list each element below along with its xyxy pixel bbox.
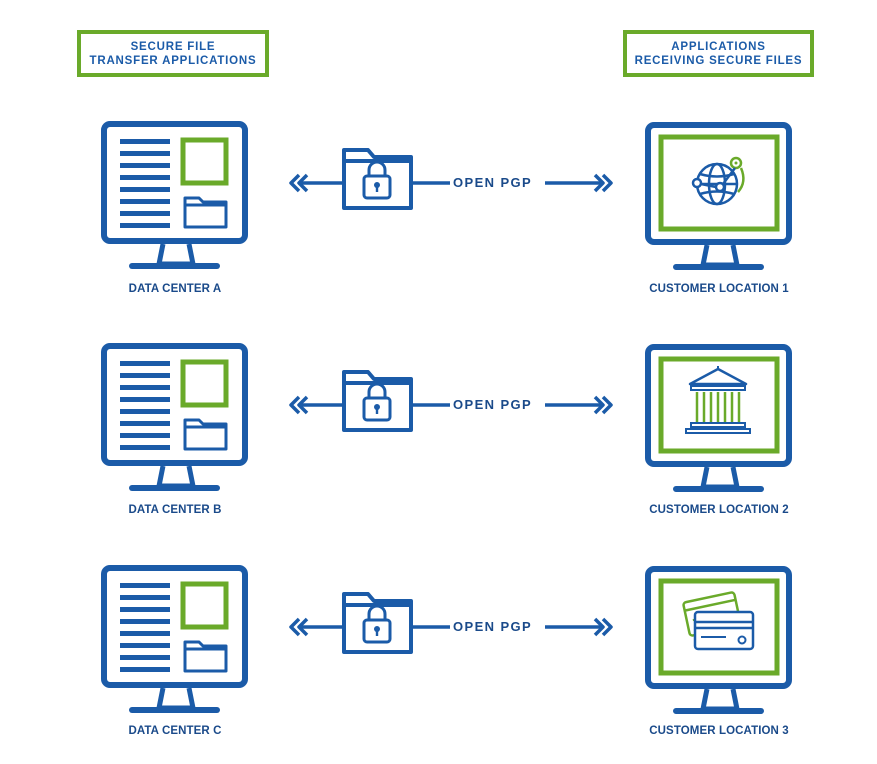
header-right-line1: APPLICATIONS bbox=[671, 40, 766, 53]
source-label-b: DATA CENTER B bbox=[128, 504, 222, 516]
header-receiving-applications: APPLICATIONS RECEIVING SECURE FILES bbox=[623, 30, 814, 77]
server-monitor-c bbox=[104, 568, 245, 710]
source-label-c: DATA CENTER C bbox=[128, 725, 222, 737]
header-left-line2: TRANSFER APPLICATIONS bbox=[89, 54, 257, 67]
server-monitor-b bbox=[104, 346, 245, 488]
destination-label-2: CUSTOMER LOCATION 2 bbox=[649, 504, 789, 516]
globe-network-icon bbox=[691, 156, 745, 206]
protocol-label-1: OPEN PGP bbox=[451, 175, 535, 190]
credit-cards-icon bbox=[682, 591, 755, 651]
header-secure-file-transfer: SECURE FILE TRANSFER APPLICATIONS bbox=[77, 30, 269, 77]
client-monitor-1 bbox=[648, 125, 789, 267]
header-left-line1: SECURE FILE bbox=[130, 40, 216, 53]
header-right-line2: RECEIVING SECURE FILES bbox=[634, 54, 803, 67]
protocol-label-2: OPEN PGP bbox=[451, 397, 535, 412]
destination-label-1: CUSTOMER LOCATION 1 bbox=[649, 283, 789, 295]
destination-label-3: CUSTOMER LOCATION 3 bbox=[649, 725, 789, 737]
bank-building-icon bbox=[685, 366, 751, 434]
source-label-a: DATA CENTER A bbox=[128, 283, 222, 295]
protocol-label-3: OPEN PGP bbox=[451, 619, 535, 634]
server-monitor-a bbox=[104, 124, 245, 266]
